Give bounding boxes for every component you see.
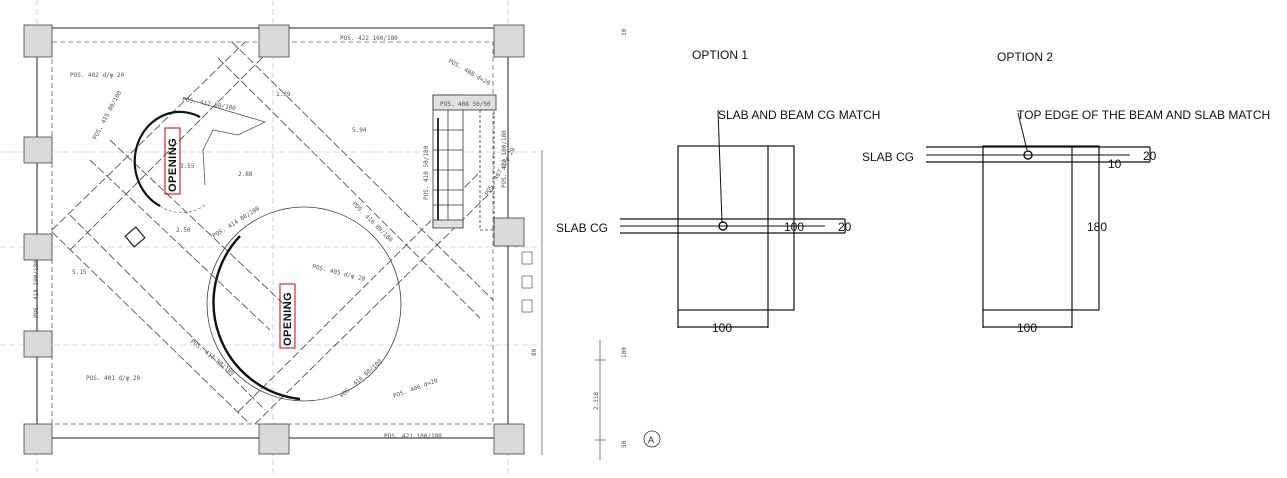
pos-label: POS. 420 100/180 — [501, 130, 508, 188]
column — [493, 24, 525, 58]
option-1-cg-marker — [718, 221, 728, 231]
dim-label: 5.15 — [72, 269, 87, 276]
pos-label: POS. 410 50/180 — [423, 145, 430, 200]
option-2-leader — [1017, 112, 1028, 151]
option-1-leader — [717, 109, 723, 223]
pos-label: POS. 421 100/180 — [384, 433, 442, 440]
option-1-annotation: SLAB AND BEAM CG MATCH — [718, 108, 880, 122]
dim-label: 2.50 — [176, 227, 191, 234]
pos-label: POS. 402 d/φ 20 — [70, 72, 125, 79]
dim-label: 80 — [531, 348, 538, 356]
column — [493, 423, 525, 455]
option-1-beam — [677, 145, 795, 311]
axis-marker-circle — [643, 430, 661, 448]
pos-label: POS. 416 80/180 — [351, 200, 395, 244]
dim-label: 30 — [621, 28, 628, 36]
pos-label: POS. 406 d=20 — [392, 377, 439, 400]
option-1-section: OPTION 1 SLAB AND BEAM CG MATCH SLAB CG … — [556, 48, 880, 335]
column — [23, 233, 53, 261]
pos-label: POS. 422 100/180 — [340, 35, 398, 42]
pos-label: POS. 408 50/50 — [440, 101, 491, 108]
diagonal-beams — [51, 41, 494, 425]
option-2-annotation: TOP EDGE OF THE BEAM AND SLAB MATCH — [1017, 108, 1270, 122]
option-1-dim-height: 100 — [784, 220, 804, 234]
dim-label: 2.88 — [238, 171, 253, 178]
column — [258, 24, 290, 58]
option-1-title: OPTION 1 — [692, 48, 748, 62]
stair — [432, 94, 497, 231]
columns — [23, 24, 525, 455]
dim-label: 2.318 — [593, 392, 600, 410]
floor-plan — [0, 0, 661, 473]
column — [23, 330, 53, 358]
dim-label: 50 — [621, 440, 628, 448]
pos-label: POS. 416 80/100 — [339, 358, 384, 400]
dim-label: 1.39 — [276, 91, 291, 98]
option-2-dim-slab: 20 — [1143, 149, 1157, 163]
pos-label: POS. 405 d/φ 20 — [312, 263, 367, 283]
column — [23, 24, 53, 58]
pos-label: POS. 412 80/100 — [182, 96, 237, 112]
pos-label: POS. 408 d=20 — [447, 58, 492, 88]
opening-label-large: OPENING — [282, 292, 294, 346]
option-1-slab-cg-label: SLAB CG — [556, 221, 608, 235]
option-2-section: OPTION 2 TOP EDGE OF THE BEAM AND SLAB M… — [862, 50, 1270, 335]
option-2-dim-offset: 10 — [1108, 157, 1122, 171]
option-2-slab-cg-label: SLAB CG — [862, 150, 914, 164]
option-1-dim-width: 100 — [712, 321, 732, 335]
column — [23, 136, 53, 164]
pos-label: POS. 415 80/100 — [92, 89, 124, 140]
opening-large-circle — [206, 206, 402, 402]
column — [23, 423, 53, 455]
grid-lines — [0, 0, 540, 473]
option-2-beam — [982, 145, 1100, 311]
option-2-cg-marker — [1023, 150, 1033, 160]
column — [493, 217, 525, 247]
option-1-dim-slab: 20 — [838, 220, 852, 234]
pos-label: POS. 418 100/180 — [33, 260, 40, 318]
option-2-title: OPTION 2 — [997, 50, 1053, 64]
option-2-dim-height: 180 — [1087, 220, 1107, 234]
option-2-dim-width: 100 — [1017, 321, 1037, 335]
dim-label: 3.55 — [180, 163, 195, 170]
dim-label: 5.04 — [352, 127, 367, 134]
axis-marker-label: A — [648, 435, 654, 445]
opening-small-circle — [133, 110, 201, 207]
pos-label: POS. 401 d/φ 20 — [86, 375, 141, 382]
opening-label-small: OPENING — [167, 138, 179, 192]
dim-label: 100 — [621, 347, 628, 358]
column — [258, 423, 290, 455]
